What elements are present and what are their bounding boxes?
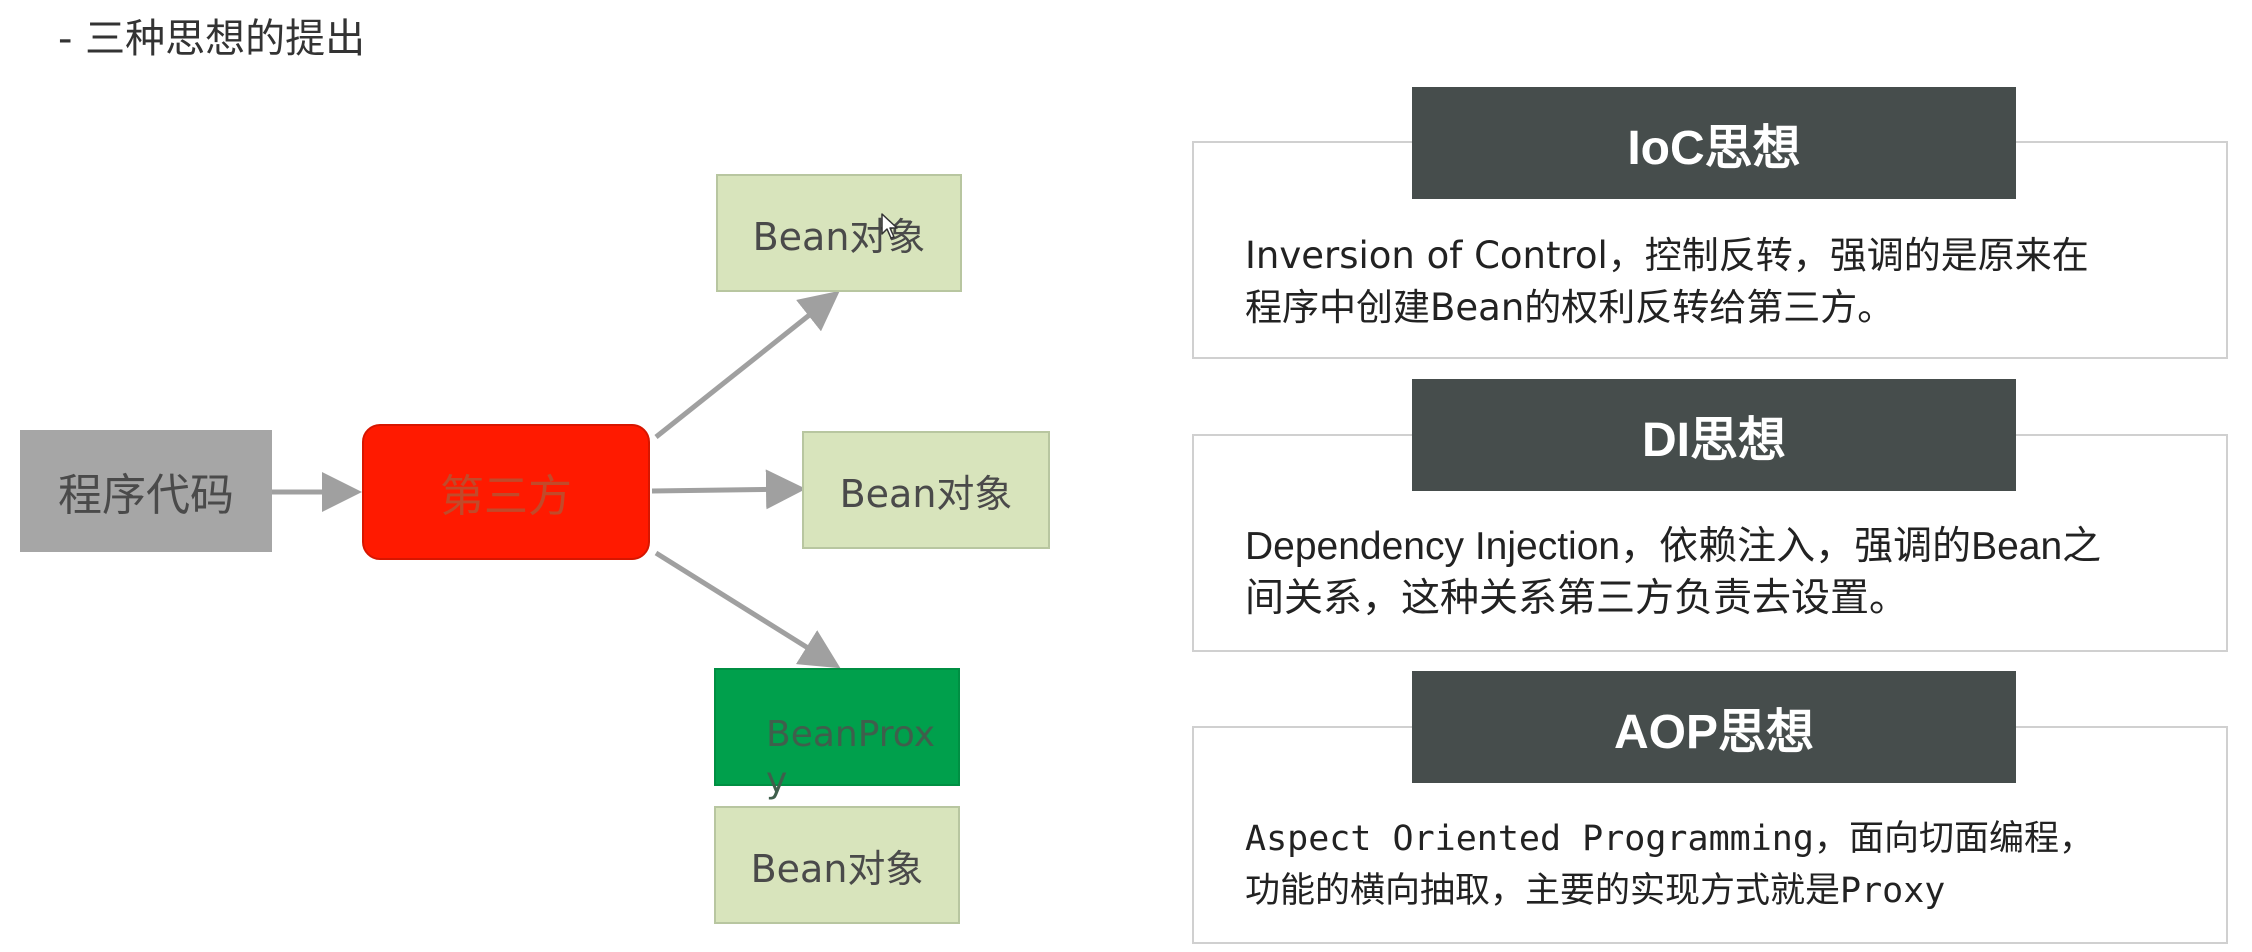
- ioc-card-description: Inversion of Control，控制反转，强调的是原来在 程序中创建B…: [1245, 230, 2205, 334]
- arrow-third-to-proxy: [654, 550, 841, 669]
- ioc-card-title: IoC思想: [1412, 87, 2016, 199]
- bean-proxy-box: BeanProxy: [714, 668, 960, 801]
- ioc-description-line: Inversion of Control，控制反转，强调的是原来在: [1245, 234, 2089, 277]
- ioc-description-line: 程序中创建Bean的权利反转给第三方。: [1245, 286, 1895, 329]
- di-card-description: Dependency Injection，依赖注入，强调的Bean之 间关系，这…: [1245, 521, 2205, 625]
- page-title: - 三种思想的提出: [58, 16, 366, 62]
- program-code-box: 程序代码: [20, 430, 272, 552]
- bean-object-box-1: Bean对象: [716, 174, 962, 292]
- program-code-label: 程序代码: [58, 470, 234, 521]
- bean-object-label-3: Bean对象: [750, 846, 924, 891]
- aop-description-line: 功能的横向抽取，主要的实现方式就是Proxy: [1245, 871, 1946, 911]
- aop-card-title: AOP思想: [1412, 671, 2016, 783]
- bean-object-label-1: Bean对象: [752, 214, 926, 259]
- mouse-pointer-icon: [881, 213, 898, 239]
- aop-description-line: Aspect Oriented Programming，面向切面编程，: [1245, 819, 2094, 859]
- third-party-label: 第三方: [440, 471, 572, 522]
- aop-card-description: Aspect Oriented Programming，面向切面编程， 功能的横…: [1245, 813, 2205, 917]
- arrow-third-to-bean-1: [654, 290, 840, 439]
- bean-object-label-2: Bean对象: [839, 471, 1013, 516]
- di-description-line: Dependency Injection，依赖注入，强调的Bean之: [1245, 525, 2102, 568]
- bean-object-box-3: Bean对象: [714, 806, 960, 924]
- bean-proxy-label: BeanProxy: [766, 714, 936, 801]
- arrow-third-to-bean-2: [651, 469, 806, 510]
- di-description-line: 间关系，这种关系第三方负责去设置。: [1245, 577, 1909, 620]
- bean-object-box-2: Bean对象: [802, 431, 1050, 549]
- third-party-box: 第三方: [362, 424, 650, 560]
- di-card-title: DI思想: [1412, 379, 2016, 491]
